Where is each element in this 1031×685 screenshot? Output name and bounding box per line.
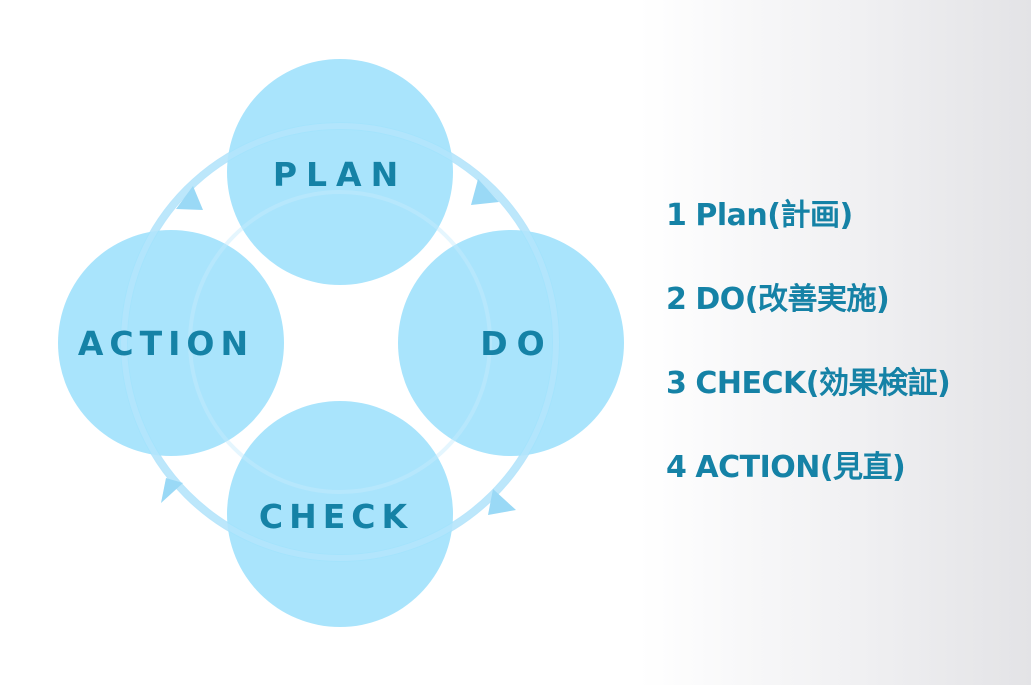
step-number: 3 bbox=[666, 366, 687, 401]
action-label: ACTION bbox=[78, 324, 254, 363]
step-label: ACTION(見直) bbox=[695, 450, 906, 485]
inner-ring bbox=[121, 123, 559, 561]
action-circle bbox=[58, 230, 284, 456]
arrow-bottom-right-icon bbox=[488, 489, 516, 515]
step-number: 4 bbox=[666, 450, 687, 485]
step-label: CHECK(効果検証) bbox=[695, 366, 951, 401]
step-number: 2 bbox=[666, 282, 687, 317]
plan-circle bbox=[227, 59, 453, 285]
arrow-bottom-left-icon bbox=[161, 478, 183, 503]
arrow-top-right-icon bbox=[471, 179, 499, 205]
step-number: 1 bbox=[666, 198, 687, 233]
step-label: DO(改善実施) bbox=[695, 282, 890, 317]
do-label: DO bbox=[480, 324, 553, 363]
plan-label: PLAN bbox=[273, 155, 407, 194]
arrow-top-left-icon bbox=[176, 186, 203, 210]
do-circle bbox=[398, 230, 624, 456]
inner-guide-ring bbox=[188, 190, 492, 494]
check-label: CHECK bbox=[259, 497, 413, 536]
step-label: Plan(計画) bbox=[695, 198, 853, 233]
check-circle bbox=[227, 401, 453, 627]
